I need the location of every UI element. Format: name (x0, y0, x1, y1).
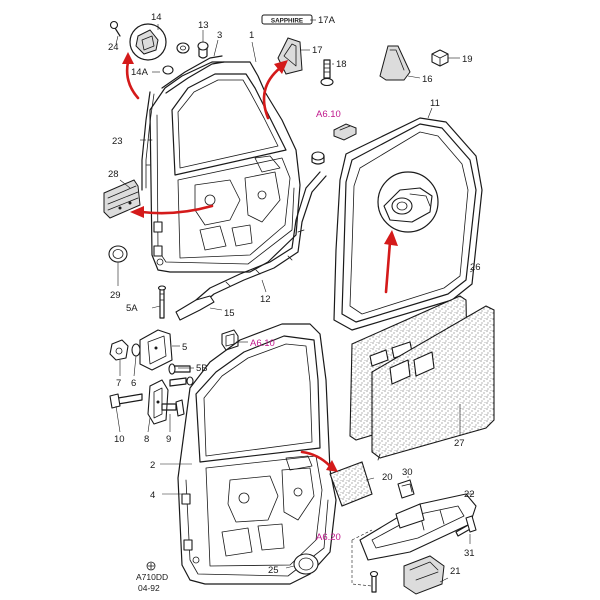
callout-17a: 17A (318, 15, 336, 26)
callout-4: 4 (150, 490, 155, 501)
callout-25: 25 (268, 565, 279, 576)
part-20-insulation-pad (329, 461, 373, 507)
part-30-clip (397, 479, 415, 499)
part-16-mirror-cover (379, 45, 411, 81)
callout-12: 12 (260, 294, 271, 305)
callout-7: 7 (116, 378, 121, 389)
red-arrows (122, 52, 398, 472)
callout-21: 21 (450, 566, 461, 577)
ref-a610-mid: A6.10 (250, 338, 275, 349)
diagram-code: A710DD (136, 572, 168, 582)
callout-19: 19 (462, 54, 473, 65)
callout-14a: 14A (131, 67, 149, 78)
callout-14: 14 (151, 12, 162, 23)
part-19-cap (431, 49, 449, 67)
callout-24: 24 (108, 42, 119, 53)
part-6-washer (131, 343, 141, 357)
part-5a-hinge-pin (157, 285, 167, 319)
part-5-door-hinge (139, 329, 173, 371)
part-23-door-weatherstrip (141, 91, 155, 191)
arrow-to-insulation-pad (300, 450, 332, 468)
callout-3: 3 (217, 30, 222, 41)
part-17a-emblem: SAPPHIRE (261, 14, 313, 25)
part-24-screw (109, 20, 121, 37)
lock-cylinder (311, 151, 325, 165)
callout-18: 18 (336, 59, 347, 70)
callout-13: 13 (198, 20, 209, 31)
ref-a610-top: A6.10 (316, 109, 341, 120)
callout-labels: 24 14 13 3 1 14A 17A 17 18 16 19 11 A6.1… (108, 12, 481, 577)
callout-5b: 5B (196, 363, 208, 374)
callout-5a: 5A (126, 303, 138, 314)
callout-29: 29 (110, 290, 121, 301)
part-3-window-frame-strip (161, 55, 225, 94)
part-5b-bolt (168, 363, 191, 375)
part-12-trim-strip (195, 171, 327, 307)
callout-16: 16 (422, 74, 433, 85)
callout-10: 10 (114, 434, 125, 445)
part-21-switch-housing (403, 555, 445, 595)
callout-30: 30 (402, 467, 413, 478)
lock-barrel-clip (333, 123, 357, 141)
callout-8: 8 (144, 434, 149, 445)
part-9-hinge-bolt (161, 399, 185, 417)
part-8-lower-hinge (147, 379, 169, 425)
part-25-grommet (293, 553, 319, 575)
seal-detail-magnifier (377, 171, 439, 233)
callout-15: 15 (224, 308, 235, 319)
part-31-screw (455, 515, 477, 537)
part-14-clip-detail (129, 23, 190, 75)
part-28-check-bracket (103, 179, 141, 219)
callout-11: 11 (430, 98, 440, 109)
part-13-fastener (197, 41, 209, 59)
part-10-bolt (109, 393, 143, 409)
part-15-lower-strip (175, 295, 215, 321)
callout-17: 17 (312, 45, 323, 56)
callout-23: 23 (112, 136, 123, 147)
part-22-armrest (359, 493, 477, 561)
callout-22: 22 (464, 489, 475, 500)
diagram-code-mark (146, 561, 156, 571)
leader-lines (115, 19, 475, 587)
callout-1: 1 (249, 30, 254, 41)
hinge-pin-lower (169, 376, 194, 387)
arrow-to-clip-detail (125, 60, 140, 100)
handle-screw (369, 570, 379, 593)
diagram-footer: A710DD 04-92 (136, 572, 168, 593)
rear-door-shell (149, 61, 301, 273)
part-29-grommet-plug (108, 245, 128, 263)
part-18-bolt (320, 59, 334, 87)
callout-26: 26 (470, 262, 481, 273)
part-11-door-seal (333, 117, 483, 331)
callout-5: 5 (182, 342, 187, 353)
callout-28: 28 (108, 169, 119, 180)
arrow-to-bracket (140, 204, 214, 215)
callout-31: 31 (464, 548, 475, 559)
emblem-label: SAPPHIRE (271, 17, 303, 24)
callout-20: 20 (382, 472, 393, 483)
part-7-nut (109, 339, 129, 361)
callout-9: 9 (166, 434, 171, 445)
callout-2: 2 (150, 460, 155, 471)
arrow-to-mirror-bracket (262, 66, 282, 120)
arrow-to-seal-detail (384, 240, 392, 294)
part-27-door-trim-panel (371, 305, 495, 461)
diagram-date: 04-92 (138, 583, 160, 593)
callout-6: 6 (131, 378, 136, 389)
ref-a620: A6.20 (316, 532, 341, 543)
callout-27: 27 (454, 438, 465, 449)
